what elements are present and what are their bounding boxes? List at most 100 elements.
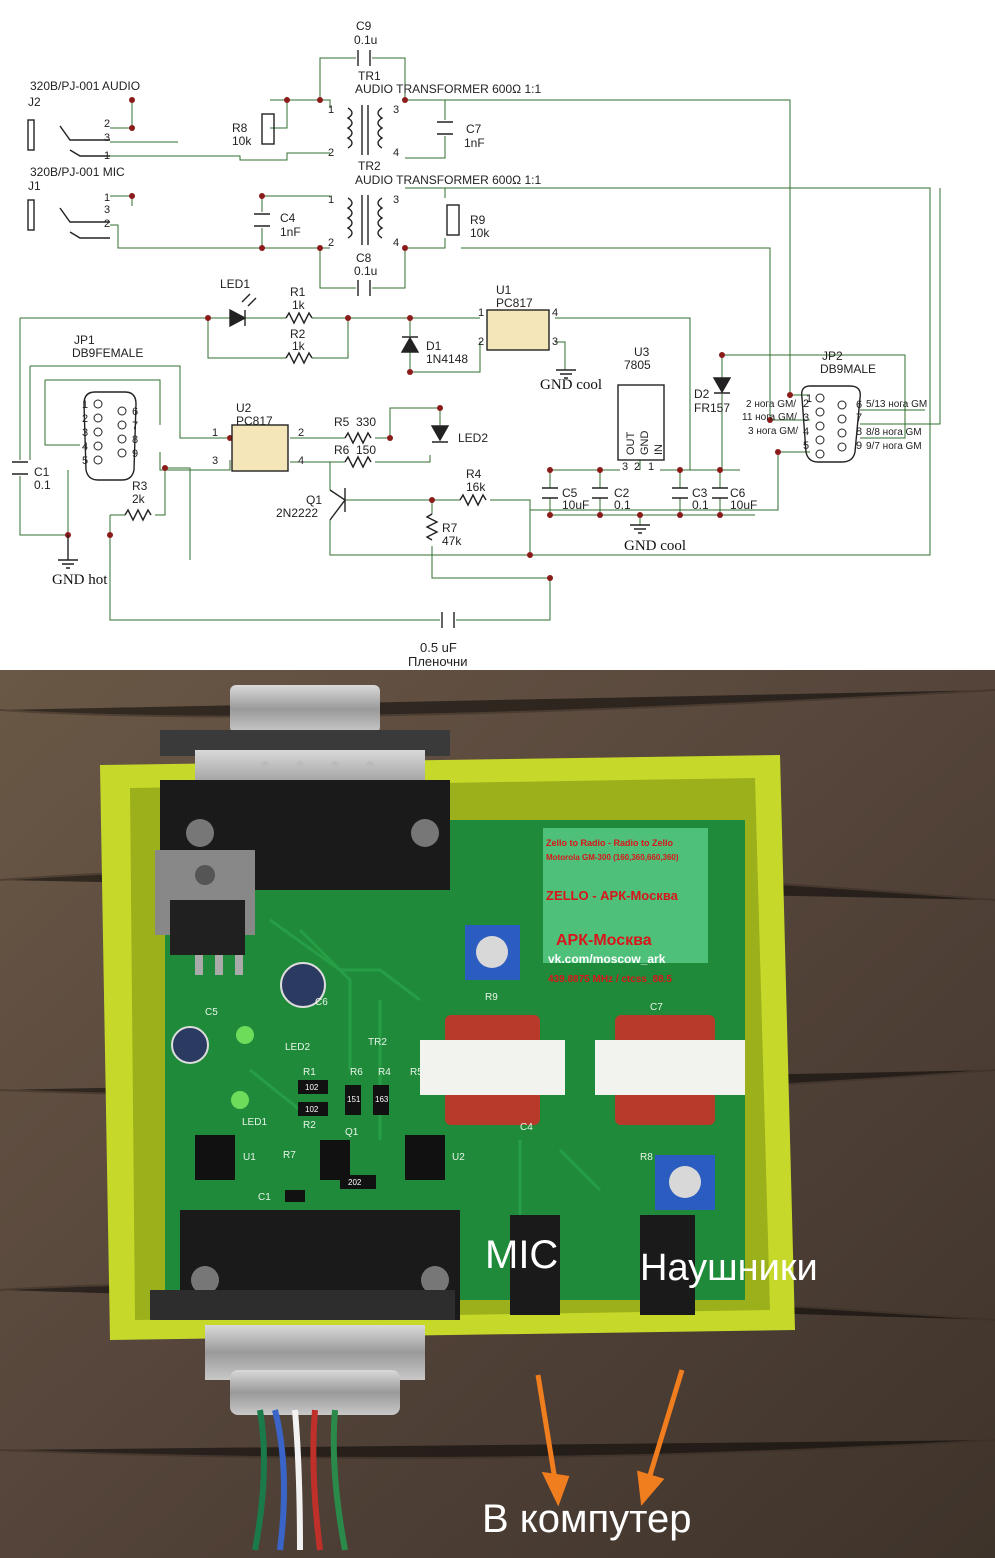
- j2-part: 320B/PJ-001 AUDIO: [30, 79, 140, 93]
- silk-c7: C7: [650, 1002, 663, 1013]
- j2-label: J2: [28, 95, 41, 109]
- u2-label: U2: [236, 401, 252, 415]
- silk-r7: R7: [283, 1150, 296, 1161]
- j1-pin-2: 2: [104, 218, 110, 230]
- smd-components: [195, 1080, 445, 1202]
- jp1-pin-2: 2: [82, 413, 88, 425]
- led-green-1: [236, 1026, 254, 1044]
- junction-dots: [65, 97, 793, 581]
- j2-pin-3: 3: [104, 132, 110, 144]
- u3-pin-3: 3: [622, 461, 628, 473]
- resistor-r4-symbol: [459, 493, 487, 507]
- d2-label: D2: [694, 387, 710, 401]
- capacitor-c7-symbol: [437, 121, 453, 135]
- caption-mic: MIC: [485, 1233, 558, 1277]
- arrow-mic-head: [541, 1471, 570, 1507]
- electrolytic-capacitors: [171, 962, 326, 1064]
- q1-value: 2N2222: [276, 506, 318, 520]
- diode-d2-symbol: [712, 377, 732, 394]
- u1-pin-4: 4: [552, 307, 558, 319]
- smd-code-1: 102: [305, 1083, 319, 1092]
- silk-c6: C6: [315, 997, 328, 1008]
- jp1-pin-3: 3: [82, 427, 88, 439]
- u3-pin-out: OUT: [625, 432, 637, 456]
- c2-value: 0.1: [614, 498, 631, 512]
- silk-c5: C5: [205, 1007, 218, 1018]
- jp1-pin-7: 7: [132, 420, 138, 432]
- transformer-right: [595, 1015, 745, 1125]
- jp1-pin-6: 6: [132, 406, 138, 418]
- gnd-cool-top-label: GND cool: [540, 377, 602, 393]
- resistor-r5-symbol: [344, 431, 372, 445]
- db9-female-symbol: [83, 391, 137, 481]
- j1-pin-1: 1: [104, 192, 110, 204]
- jp2-pin-6: 6: [856, 399, 862, 411]
- jp1-label: JP1: [74, 333, 95, 347]
- r7-value: 47k: [442, 534, 462, 548]
- arrow-headphones: [645, 1369, 685, 1483]
- jp1-pin-5: 5: [82, 455, 88, 467]
- sticker-line1: Zello to Radio - Radio to Zello: [546, 838, 673, 848]
- jp1-pin-8: 8: [132, 434, 138, 446]
- optocoupler-u1-symbol: [486, 309, 550, 351]
- capacitor-c8-symbol: [357, 280, 371, 296]
- silk-r5: R5: [410, 1067, 423, 1078]
- info-sticker: Zello to Radio - Radio to Zello Motorola…: [543, 828, 708, 966]
- tr1-pin-2: 2: [328, 147, 334, 159]
- transformer-tr1-symbol: [346, 107, 384, 149]
- j1-label: J1: [28, 179, 41, 193]
- c9-label: C9: [356, 19, 372, 33]
- jp2-note-3: 3 нога GM/: [748, 426, 798, 437]
- tr2-label: TR2: [358, 159, 381, 173]
- d1-label: D1: [426, 339, 442, 353]
- resistor-r8-symbol: [261, 113, 275, 145]
- c2-label: C2: [614, 486, 630, 500]
- silk-r8: R8: [640, 1152, 653, 1163]
- silk-r6: R6: [350, 1067, 363, 1078]
- r7-label: R7: [442, 521, 458, 535]
- r1-label: R1: [290, 285, 306, 299]
- caption-computer: В компутер: [482, 1497, 692, 1541]
- tr2-pin-3: 3: [393, 194, 399, 206]
- ground-hot-symbol: [58, 535, 78, 569]
- jack-headphones: [640, 1215, 695, 1315]
- db9-connector-top: [160, 685, 450, 890]
- jp2-pin-8: 8: [856, 426, 862, 438]
- transistor-q1-symbol: [329, 488, 347, 521]
- transformer-tr2-symbol: [346, 197, 384, 239]
- r4-value: 16k: [466, 480, 486, 494]
- capacitor-film-symbol: [441, 612, 455, 628]
- jp2-note-4: 5/13 нога GM: [866, 399, 927, 410]
- jp1-pin-1: 1: [82, 399, 88, 411]
- silk-led1: LED1: [242, 1117, 267, 1128]
- u3-pin-gnd: GND: [639, 431, 651, 456]
- u2-pin-2: 2: [298, 427, 304, 439]
- resistor-r3-symbol: [124, 508, 152, 522]
- jp1-value: DB9FEMALE: [72, 346, 143, 360]
- jp1-pin-4: 4: [82, 441, 88, 453]
- tr2-pin-1: 1: [328, 194, 334, 206]
- capacitor-c6-symbol: [712, 487, 728, 499]
- j2-pin-2: 2: [104, 118, 110, 130]
- gnd-hot-label: GND hot: [52, 572, 108, 588]
- film-cap-note: Пленочни: [408, 654, 468, 669]
- regulator-u3-symbol: [617, 384, 665, 461]
- trimmer-r8: [655, 1155, 715, 1210]
- resistor-r7-symbol: [425, 513, 439, 541]
- c3-label: C3: [692, 486, 708, 500]
- r9-value: 10k: [470, 226, 490, 240]
- c8-value: 0.1u: [354, 264, 377, 278]
- c7-label: C7: [466, 122, 482, 136]
- sticker-line2: Motorola GM-300 (160,360,660,360): [546, 853, 679, 862]
- silk-r9: R9: [485, 992, 498, 1003]
- r3-label: R3: [132, 479, 148, 493]
- tr1-value: AUDIO TRANSFORMER 600Ω 1:1: [355, 82, 541, 96]
- tr1-pin-3: 3: [393, 104, 399, 116]
- sticker-line3: ZELLO - АРК-Москва: [546, 888, 679, 903]
- capacitor-c2-symbol: [592, 487, 608, 499]
- transformer-left: [420, 1015, 565, 1125]
- c9-value: 0.1u: [354, 33, 377, 47]
- tr2-value: AUDIO TRANSFORMER 600Ω 1:1: [355, 173, 541, 187]
- capacitor-c9-symbol: [357, 50, 371, 66]
- u3-pin-in: IN: [653, 444, 665, 455]
